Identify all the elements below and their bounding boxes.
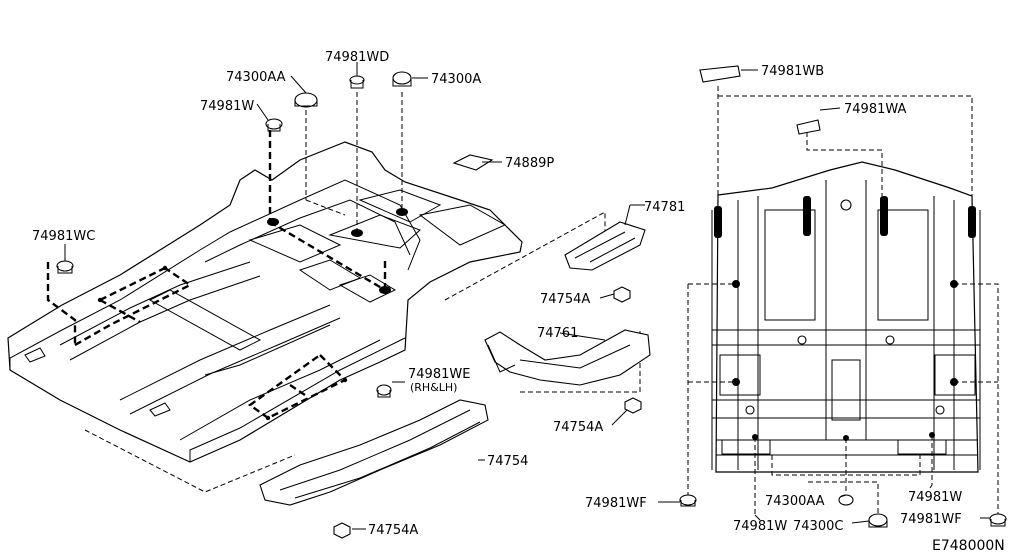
label-74761: 74761 <box>537 326 578 341</box>
label-74300C: 74300C <box>793 519 843 534</box>
label-74300AA-bottom: 74300AA <box>765 494 825 509</box>
callout-labels: 74300AA 74981WD 74300A 74981W 74889P 749… <box>32 50 1005 554</box>
heat-insulator-parts <box>259 221 651 539</box>
floor-assembly-isometric <box>7 92 641 493</box>
label-74889P: 74889P <box>505 156 554 171</box>
label-74754A-middle: 74754A <box>553 420 603 435</box>
label-74781: 74781 <box>644 200 685 215</box>
label-74981WD: 74981WD <box>325 50 389 65</box>
figure-code: E748000N <box>932 538 1005 554</box>
label-74981W-top: 74981W <box>200 99 254 114</box>
label-74754A-upper: 74754A <box>540 292 590 307</box>
label-74981WB: 74981WB <box>761 64 824 79</box>
label-74754A-lower: 74754A <box>368 523 418 538</box>
label-74981WE: 74981WE <box>408 367 470 382</box>
label-74300A: 74300A <box>431 72 481 87</box>
label-74981WE-note: (RH&LH) <box>410 381 457 394</box>
floor-top-view <box>687 86 999 515</box>
label-74300AA-top: 74300AA <box>226 70 286 85</box>
label-74981WA: 74981WA <box>844 102 906 117</box>
label-74754: 74754 <box>487 454 528 469</box>
label-74981WC: 74981WC <box>32 229 95 244</box>
leader-lines <box>64 62 990 530</box>
label-74981WF-left: 74981WF <box>585 496 647 511</box>
label-74981WF-right: 74981WF <box>900 512 962 527</box>
label-74981W-right: 74981W <box>908 490 962 505</box>
label-74981W-bottom: 74981W <box>733 519 787 534</box>
